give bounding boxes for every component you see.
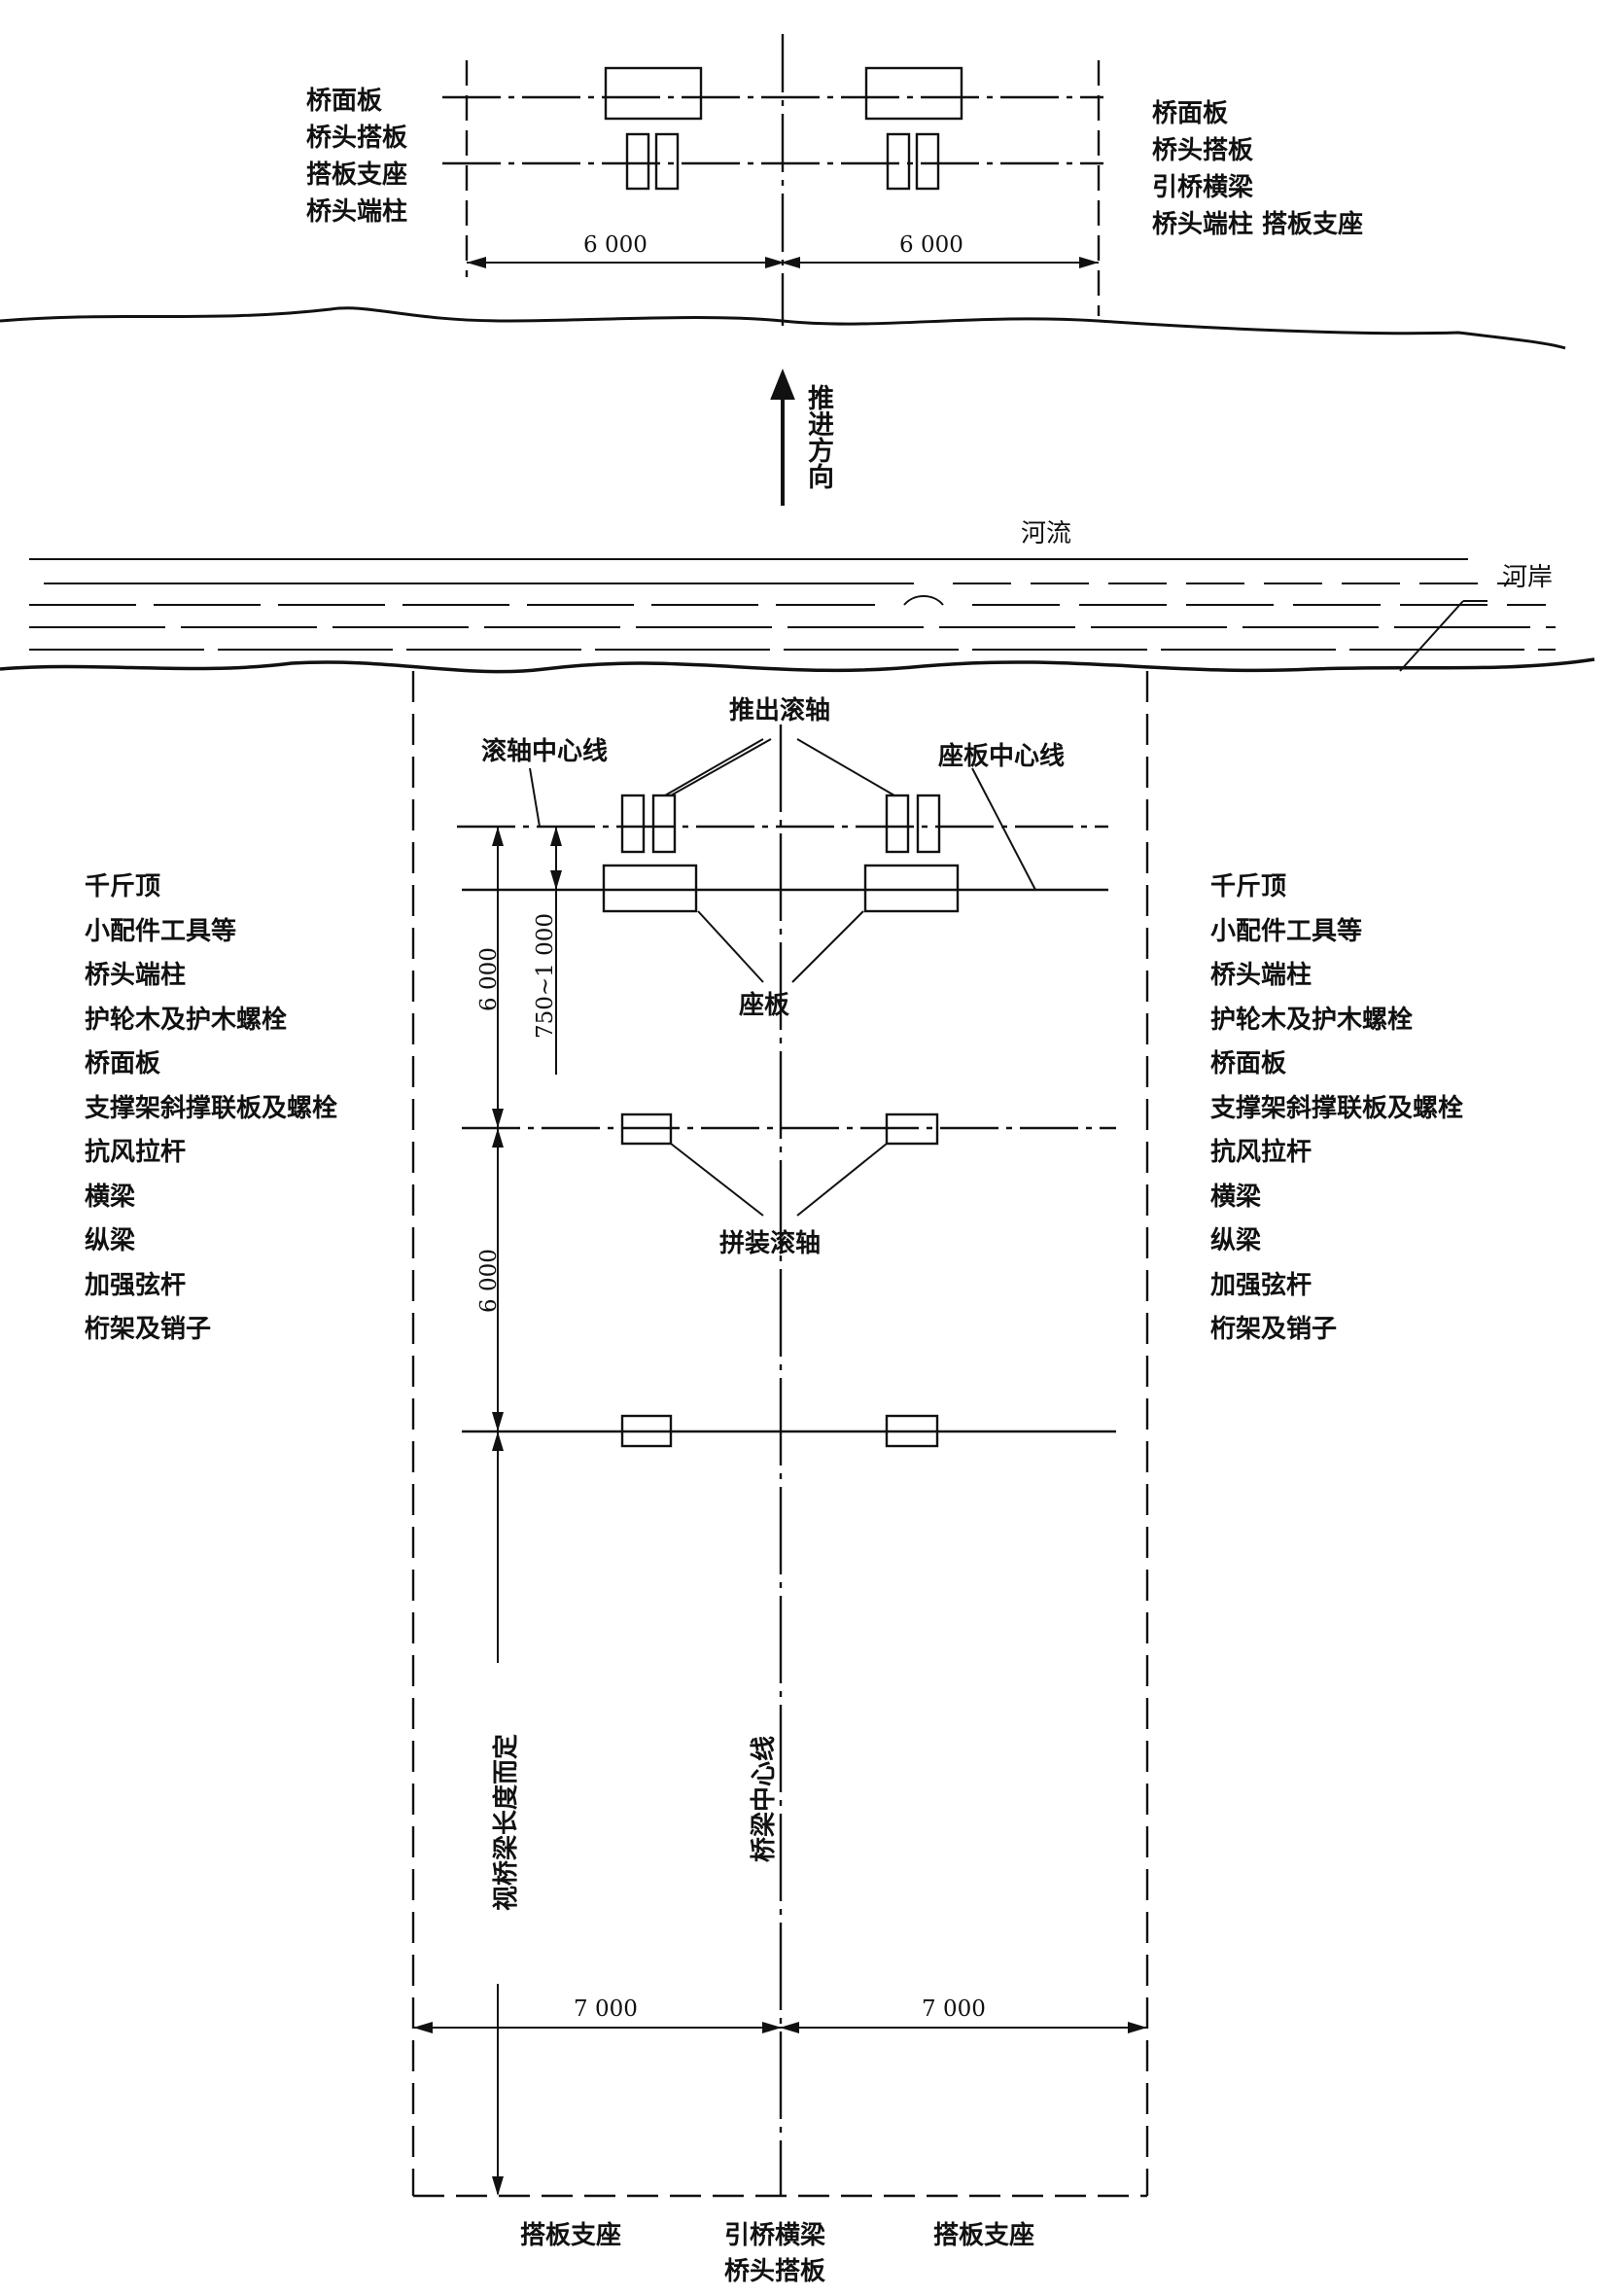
dim-h1: 7 000	[574, 1996, 638, 2022]
left-item: 抗风拉杆	[85, 1138, 187, 1167]
far-right-label-3: 引桥横梁	[1152, 173, 1254, 202]
left-item: 小配件工具等	[85, 916, 237, 946]
far-left-label-2: 桥头搭板	[306, 124, 408, 153]
push-rollers-label: 推出滚轴	[729, 696, 831, 725]
bridge-deck-box-left	[604, 66, 703, 121]
right-item: 小配件工具等	[1210, 916, 1363, 946]
left-item: 桁架及销子	[85, 1315, 212, 1344]
far-right-label-2: 桥头搭板	[1152, 136, 1254, 165]
left-item: 支撑架斜撑联板及螺栓	[85, 1093, 338, 1123]
seat-plate-right	[863, 864, 960, 913]
bridge-deck-box-right	[864, 66, 963, 121]
seat-centerline-label: 座板中心线	[938, 742, 1066, 771]
assembly-rollers-label: 拼装滚轴	[719, 1229, 822, 1258]
dim-h2: 7 000	[922, 1996, 986, 2022]
push-roller-right-a	[885, 794, 910, 854]
left-item: 桥面板	[85, 1049, 161, 1078]
left-material-list: 千斤顶 小配件工具等 桥头端柱 护轮木及护木螺栓 桥面板 支撑架斜撑联板及螺栓 …	[85, 865, 337, 1353]
assembly-roller-2-right	[885, 1414, 939, 1448]
right-item: 千斤顶	[1210, 872, 1287, 901]
assembly-roller-1-right	[885, 1113, 939, 1146]
seat-plate-left	[602, 864, 698, 913]
left-item: 横梁	[85, 1182, 136, 1212]
far-bank-left-labels: 桥面板 桥头搭板 搭板支座 桥头端柱	[306, 83, 407, 230]
right-item: 纵梁	[1210, 1226, 1262, 1255]
bottom-right-label: 搭板支座	[933, 2221, 1035, 2250]
approach-plate-right-a	[886, 132, 911, 191]
far-right-label-1: 桥面板	[1152, 99, 1229, 128]
assembly-area	[411, 671, 1149, 2198]
bank-leader	[1399, 600, 1464, 672]
far-right-label-4: 桥头端柱 搭板支座	[1152, 210, 1364, 239]
far-left-label-3: 搭板支座	[306, 160, 408, 190]
dim-v2: 6 000	[476, 1249, 502, 1313]
far-bank-ground	[0, 306, 1566, 350]
push-roller-right-b	[916, 794, 941, 854]
roller-centerline-label: 滚轴中心线	[481, 737, 609, 766]
right-item: 抗风拉杆	[1210, 1138, 1312, 1167]
approach-plate-left-b	[654, 132, 680, 191]
centerline-note: 桥梁中心线	[750, 1735, 779, 1862]
push-direction-label: 推进方向	[803, 384, 833, 489]
left-item: 纵梁	[85, 1226, 136, 1255]
bottom-center-label-2: 桥头搭板	[724, 2257, 826, 2286]
right-item: 护轮木及护木螺栓	[1210, 1005, 1414, 1035]
right-item: 支撑架斜撑联板及螺栓	[1210, 1093, 1464, 1123]
right-item: 桁架及销子	[1210, 1315, 1338, 1344]
right-item: 桥头端柱	[1210, 961, 1312, 990]
left-item: 桥头端柱	[85, 961, 187, 990]
dim-v1: 6 000	[476, 947, 502, 1011]
right-material-list: 千斤顶 小配件工具等 桥头端柱 护轮木及护木螺栓 桥面板 支撑架斜撑联板及螺栓 …	[1210, 865, 1463, 1353]
far-bank-layout	[442, 34, 1103, 326]
assembly-roller-1-left	[620, 1113, 673, 1146]
bottom-left-label: 搭板支座	[520, 2221, 622, 2250]
bottom-center-label: 引桥横梁	[724, 2221, 826, 2250]
length-note: 视桥梁长度而定	[492, 1733, 521, 1911]
approach-plate-left-a	[625, 132, 650, 191]
top-dim-right: 6 000	[899, 232, 963, 258]
river-label: 河流	[1021, 519, 1072, 548]
near-bank-ground	[0, 657, 1595, 674]
right-item: 加强弦杆	[1210, 1270, 1312, 1300]
river	[29, 558, 1556, 651]
top-dim-left: 6 000	[583, 232, 648, 258]
right-item: 桥面板	[1210, 1049, 1287, 1078]
left-item: 护轮木及护木螺栓	[85, 1005, 288, 1035]
dim-v-small: 750~1 000	[533, 912, 558, 1039]
bank-label: 河岸	[1502, 563, 1554, 592]
assembly-roller-2-left	[620, 1414, 673, 1448]
approach-plate-right-b	[915, 132, 940, 191]
far-bank-right-labels: 桥面板 桥头搭板 引桥横梁 桥头端柱 搭板支座	[1152, 95, 1363, 243]
push-roller-left-a	[620, 794, 646, 854]
left-item: 千斤顶	[85, 872, 161, 901]
push-roller-left-b	[651, 794, 677, 854]
far-left-label-1: 桥面板	[306, 87, 383, 116]
right-item: 横梁	[1210, 1182, 1262, 1212]
left-item: 加强弦杆	[85, 1270, 187, 1300]
seat-plate-label: 座板	[739, 991, 790, 1020]
far-left-label-4: 桥头端柱	[306, 197, 408, 227]
